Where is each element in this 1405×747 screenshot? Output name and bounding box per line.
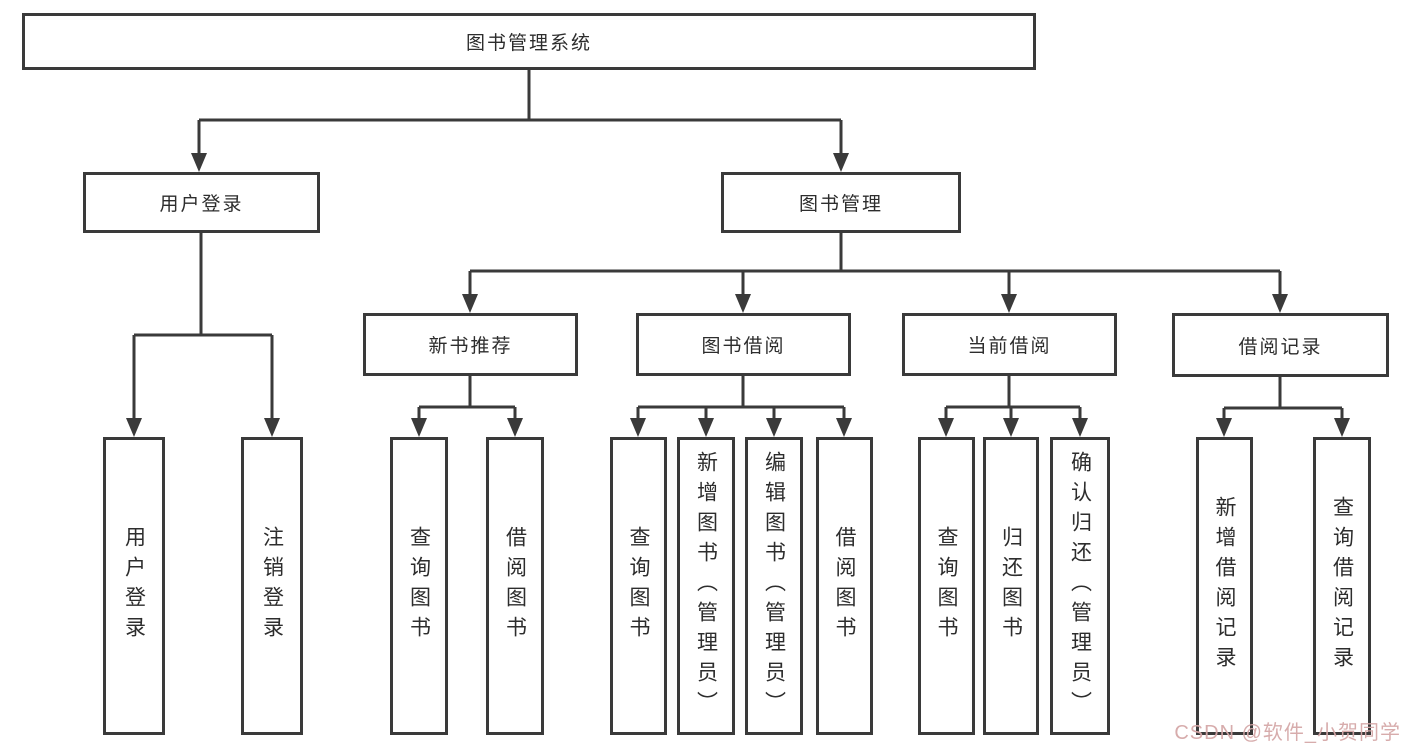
node-label: 用户登录 bbox=[122, 526, 146, 646]
node-label: 图书借阅 bbox=[701, 336, 786, 357]
node-label: 查询图书 bbox=[407, 526, 431, 646]
node-query-books-recommend: 查询图书 bbox=[390, 437, 448, 735]
csdn-watermark: CSDN @软件_小贺同学 bbox=[1174, 722, 1401, 744]
node-label: 查询图书 bbox=[935, 526, 958, 646]
node-label: 注销登录 bbox=[260, 526, 284, 646]
node-logout: 注销登录 bbox=[241, 437, 303, 735]
node-label: 借阅图书 bbox=[503, 526, 527, 646]
node-label: 查询图书 bbox=[627, 526, 650, 646]
node-label: 当前借阅 bbox=[967, 336, 1052, 357]
node-book-borrowing: 图书借阅 bbox=[636, 313, 851, 376]
node-label: 图书管理 bbox=[798, 194, 883, 215]
node-user-login-leaf: 用户登录 bbox=[103, 437, 165, 735]
node-borrow-book: 借阅图书 bbox=[816, 437, 873, 735]
node-add-borrow-record: 新增借阅记录 bbox=[1196, 437, 1253, 735]
node-label: 确认归还（管理员） bbox=[1068, 451, 1092, 721]
node-label: 新书推荐 bbox=[428, 336, 513, 357]
node-book-management: 图书管理 bbox=[721, 172, 961, 233]
node-edit-book-admin: 编辑图书（管理员） bbox=[745, 437, 803, 735]
node-borrow-book-recommend: 借阅图书 bbox=[486, 437, 544, 735]
node-current-borrowing: 当前借阅 bbox=[902, 313, 1117, 376]
node-library-system-root: 图书管理系统 bbox=[22, 13, 1036, 70]
node-borrowing-records: 借阅记录 bbox=[1172, 313, 1389, 377]
node-user-login: 用户登录 bbox=[83, 172, 320, 233]
node-label: 借阅记录 bbox=[1238, 336, 1323, 358]
node-label: 图书管理系统 bbox=[465, 33, 592, 54]
node-label: 编辑图书（管理员） bbox=[762, 451, 786, 721]
node-label: 用户登录 bbox=[159, 194, 244, 215]
node-query-borrow-record: 查询借阅记录 bbox=[1313, 437, 1371, 735]
node-query-books-current: 查询图书 bbox=[918, 437, 975, 735]
node-add-book-admin: 新增图书（管理员） bbox=[677, 437, 735, 735]
node-label: 查询借阅记录 bbox=[1330, 496, 1354, 676]
node-new-book-recommend: 新书推荐 bbox=[363, 313, 578, 376]
node-return-book: 归还图书 bbox=[983, 437, 1039, 735]
node-query-books-borrow: 查询图书 bbox=[610, 437, 667, 735]
node-label: 新增图书（管理员） bbox=[694, 451, 718, 721]
node-label: 新增借阅记录 bbox=[1213, 496, 1236, 676]
node-confirm-return-admin: 确认归还（管理员） bbox=[1050, 437, 1110, 735]
node-label: 借阅图书 bbox=[833, 526, 856, 646]
node-label: 归还图书 bbox=[999, 526, 1023, 646]
